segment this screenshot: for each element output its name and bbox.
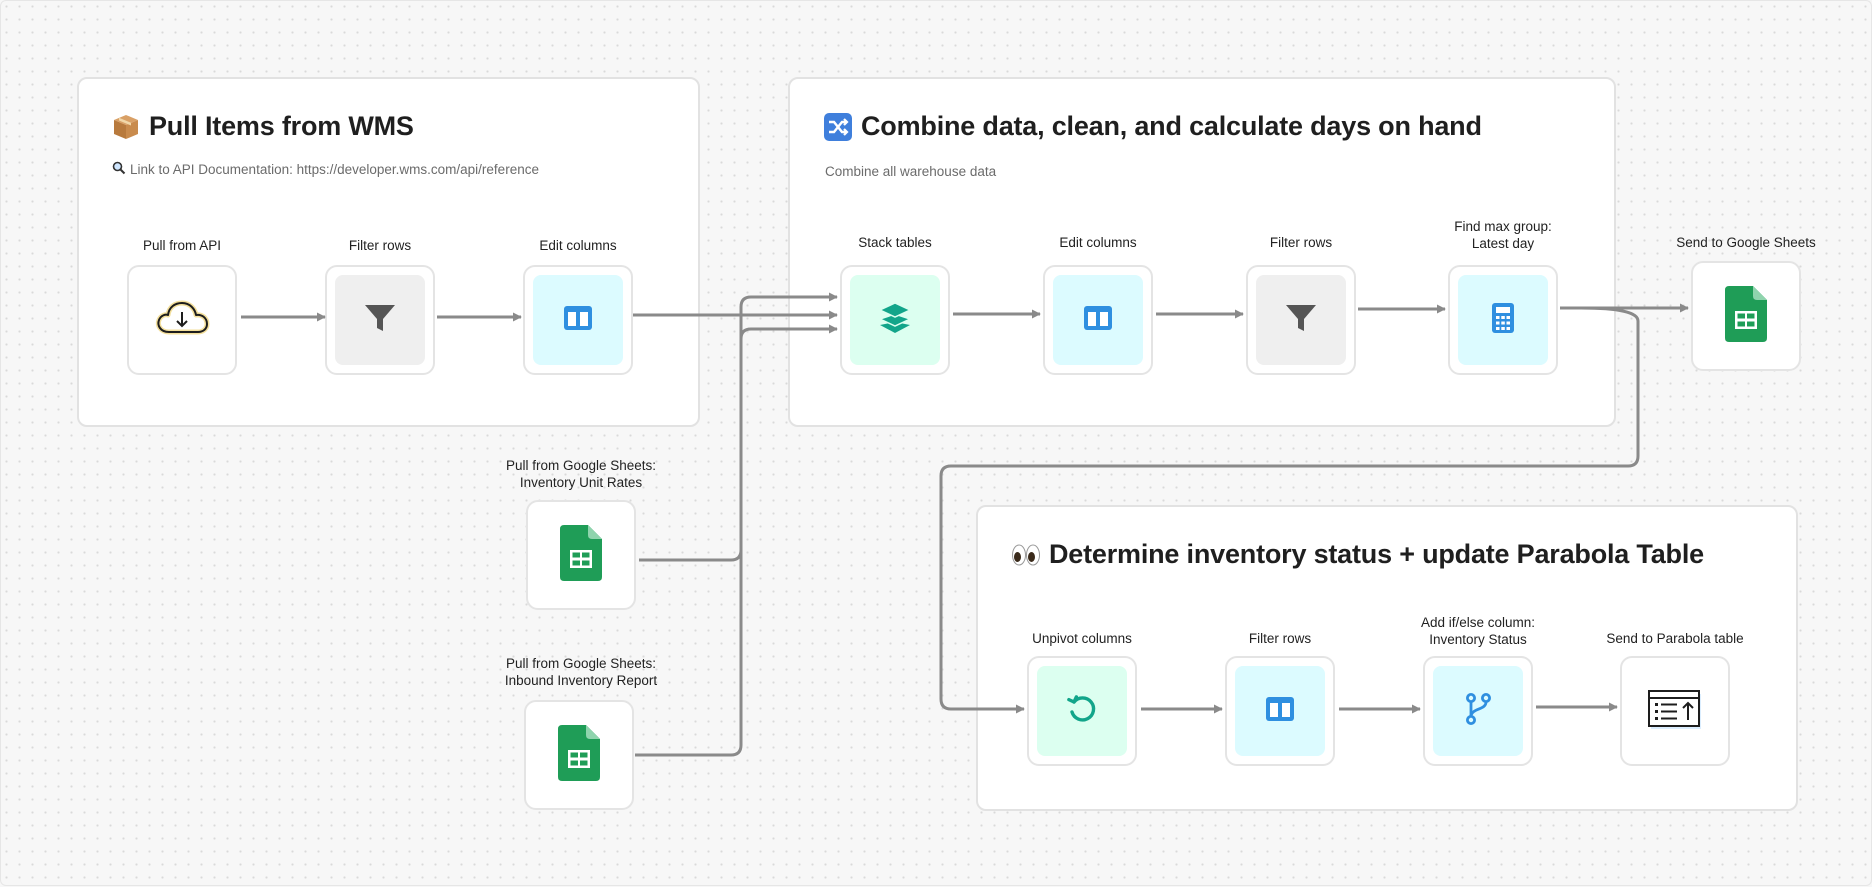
group-title-text: Pull Items from WMS	[149, 111, 414, 141]
funnel-icon	[1284, 302, 1318, 339]
table-upload-icon	[1647, 687, 1703, 736]
calculator-icon	[1491, 302, 1515, 339]
google-sheets-icon	[1725, 285, 1767, 347]
branch-icon	[1463, 692, 1493, 731]
step-label: Add if/else column: Inventory Status	[1420, 615, 1536, 647]
group-description: Combine all warehouse data	[825, 164, 997, 179]
columns-icon	[1265, 696, 1295, 727]
step-label: Unpivot columns	[1032, 631, 1132, 646]
tile	[533, 275, 623, 365]
funnel-icon	[363, 302, 397, 339]
group-title-text: Combine data, clean, and calculate days …	[861, 111, 1482, 141]
step-filter-rows-2[interactable]	[1246, 265, 1356, 375]
step-find-max-group[interactable]	[1448, 265, 1558, 375]
step-stack-tables[interactable]	[840, 265, 950, 375]
step-filter-rows-3[interactable]	[1225, 656, 1335, 766]
step-edit-columns-2[interactable]	[1043, 265, 1153, 375]
step-sheets-inventory-unit-rates[interactable]	[526, 500, 636, 610]
eyes-icon	[1011, 542, 1041, 568]
tile	[1458, 275, 1548, 365]
step-label: Pull from Google Sheets: Inventory Unit …	[505, 458, 657, 490]
tile	[1053, 275, 1143, 365]
step-label: Send to Parabola table	[1606, 631, 1744, 646]
tile	[1037, 666, 1127, 756]
tile	[1256, 275, 1346, 365]
step-label: Edit columns	[1059, 235, 1137, 250]
step-label: Filter rows	[1248, 631, 1312, 646]
step-label: Find max group: Latest day	[1454, 219, 1552, 251]
group-title-inventory-status: Determine inventory status + update Para…	[1011, 539, 1704, 570]
google-sheets-icon	[558, 724, 600, 786]
tile	[1433, 666, 1523, 756]
group-description: Link to API Documentation: https://devel…	[112, 161, 539, 178]
api-doc-link[interactable]: Link to API Documentation: https://devel…	[130, 162, 539, 177]
magnifier-icon	[112, 161, 126, 178]
group-title-text: Determine inventory status + update Para…	[1049, 539, 1704, 569]
step-label: Pull from API	[142, 238, 222, 253]
step-add-if-else-column[interactable]	[1423, 656, 1533, 766]
cloud-download-icon	[153, 296, 211, 345]
step-pull-from-api[interactable]	[127, 265, 237, 375]
rotate-icon	[1065, 692, 1099, 731]
step-edit-columns[interactable]	[523, 265, 633, 375]
step-send-to-parabola-table[interactable]	[1620, 656, 1730, 766]
step-label: Stack tables	[858, 235, 932, 250]
step-filter-rows[interactable]	[325, 265, 435, 375]
step-label: Filter rows	[1269, 235, 1333, 250]
tile	[850, 275, 940, 365]
group-title-pull-items: Pull Items from WMS	[111, 111, 414, 142]
step-label: Edit columns	[539, 238, 617, 253]
layers-icon	[877, 301, 913, 340]
tile	[335, 275, 425, 365]
package-icon	[111, 112, 141, 142]
shuffle-icon	[823, 112, 853, 142]
columns-icon	[563, 305, 593, 336]
step-unpivot-columns[interactable]	[1027, 656, 1137, 766]
step-label: Send to Google Sheets	[1676, 235, 1816, 250]
google-sheets-icon	[560, 524, 602, 586]
step-label: Pull from Google Sheets: Inbound Invento…	[504, 656, 658, 688]
group-title-combine: Combine data, clean, and calculate days …	[823, 111, 1482, 142]
step-send-to-google-sheets[interactable]	[1691, 261, 1801, 371]
tile	[1235, 666, 1325, 756]
step-sheets-inbound-inventory-report[interactable]	[524, 700, 634, 810]
columns-icon	[1083, 305, 1113, 336]
step-label: Filter rows	[348, 238, 412, 253]
